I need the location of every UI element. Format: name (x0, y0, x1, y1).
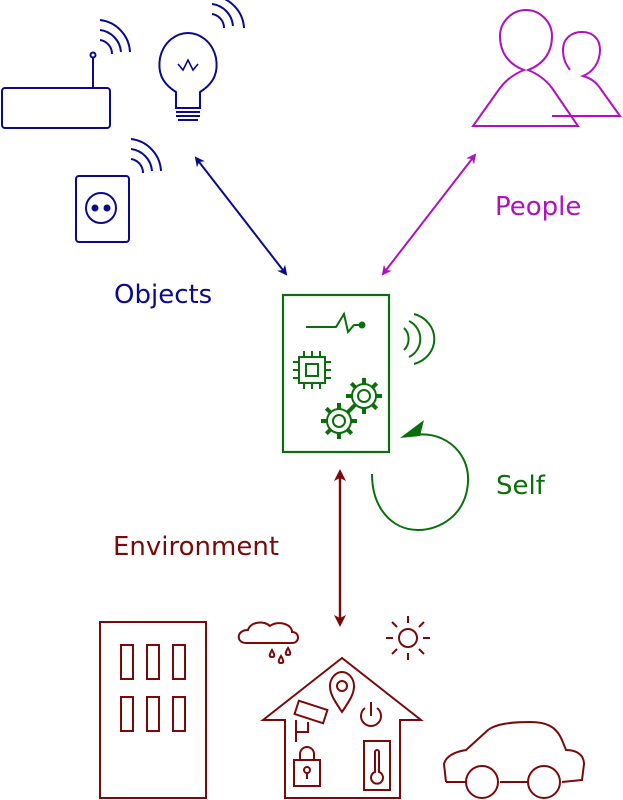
house-icon (260, 656, 424, 799)
car-icon (442, 720, 586, 799)
light-bulb-icon (158, 0, 245, 121)
rain-cloud-icon (237, 621, 299, 665)
power-socket-icon (75, 138, 162, 243)
chip-icon (293, 351, 331, 389)
environment-label: Environment (113, 532, 279, 562)
router-icon (1, 19, 131, 129)
objects-label: Objects (114, 280, 212, 310)
self-loop-arrowhead (400, 420, 424, 438)
people-label: People (495, 192, 581, 222)
building-icon (99, 621, 207, 799)
padlock-icon (293, 746, 321, 787)
self-label: Self (496, 471, 546, 501)
objects-arrow (194, 156, 288, 276)
thermometer-icon (363, 740, 391, 791)
gear-icon (319, 401, 359, 441)
people-icon (471, 8, 622, 127)
people-arrow (381, 153, 477, 276)
wireless-signal-icon (403, 313, 436, 365)
self-loop-arrow (371, 433, 470, 532)
sun-icon (386, 616, 430, 660)
location-pin-icon (328, 670, 356, 714)
smart-device-icon (281, 293, 391, 454)
security-camera-icon (293, 699, 329, 742)
power-icon (360, 702, 382, 727)
